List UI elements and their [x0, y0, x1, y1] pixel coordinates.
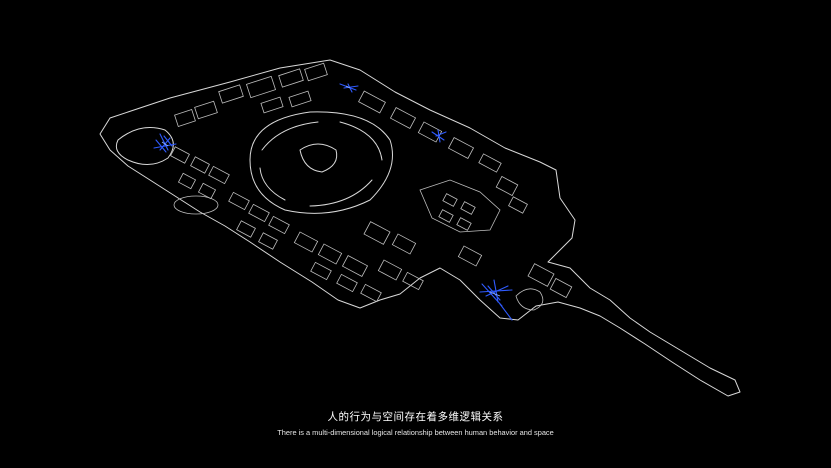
activity-flow-bottom [479, 279, 513, 321]
central-arc-3 [309, 179, 373, 207]
central-inner [299, 143, 338, 173]
left-blocks [170, 146, 290, 250]
lower-blocks [293, 221, 424, 303]
right-blocks [419, 175, 573, 311]
central-arc-1 [261, 121, 319, 151]
central-arc-4 [259, 167, 286, 201]
central-oval [249, 111, 393, 214]
activity-flow-right [431, 129, 447, 143]
caption-chinese: 人的行为与空间存在着多维逻辑关系 [327, 411, 504, 423]
activity-flow-highlights [161, 85, 501, 297]
caption-english: There is a multi-dimensional logical rel… [277, 428, 554, 437]
activity-flow-top [339, 83, 359, 93]
central-arc-2 [339, 121, 383, 161]
left-plaza [115, 127, 174, 165]
upper-blocks [174, 62, 502, 173]
site-boundary [99, 59, 741, 397]
